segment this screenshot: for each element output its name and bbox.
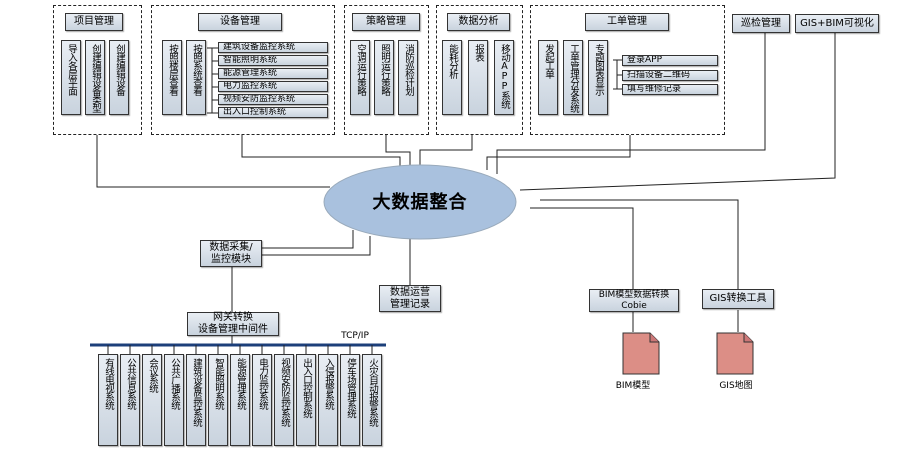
workorder-mgmt-title[interactable]: 工单管理 [585,13,669,31]
bottom-system-6[interactable]: 智能照明系统 [208,354,228,446]
strategy-mgmt-group [344,5,429,135]
bottom-system-8[interactable]: 电力监控系统 [252,354,272,446]
workorder-sub-2[interactable]: 扫描设备二维码 [622,70,718,81]
project-item-1[interactable]: 导入各层平面 [61,40,81,115]
bottom-system-7[interactable]: 能源管理系统 [230,354,250,446]
strategy-item-2[interactable]: 照明运行策略 [374,40,394,115]
gis-convert-tool-box[interactable]: GIS转换工具 [702,289,774,309]
bottom-system-12[interactable]: 停车场管理系统 [340,354,360,446]
bottom-system-1[interactable]: 有线电视系统 [98,354,118,446]
device-mgmt-title[interactable]: 设备管理 [198,13,282,31]
strategy-item-3[interactable]: 消防巡检计划 [398,40,418,115]
gis-bim-visual-box[interactable]: GIS+BIM可视化 [795,14,879,33]
project-item-2[interactable]: 创建编辑设备类型 [85,40,105,115]
gateway-middleware-box[interactable]: 网关转换 设备管理中间件 [187,312,279,336]
strategy-item-1[interactable]: 空调运行策略 [350,40,370,115]
center-ellipse [323,164,517,240]
device-sub-6[interactable]: 出入口控制系统 [218,107,328,118]
workorder-col-1[interactable]: 发起工单 [538,40,558,115]
bottom-system-13[interactable]: 火灾自动报警系统 [362,354,382,446]
bottom-system-4[interactable]: 公共广播系统 [164,354,184,446]
big-data-integration-label[interactable]: 大数据整合 [372,192,468,213]
device-sub-5[interactable]: 视频安防监控系统 [218,94,328,105]
bim-model-doc-icon [622,332,660,375]
project-mgmt-title[interactable]: 项目管理 [65,13,123,31]
project-item-3[interactable]: 创建编辑设备 [109,40,129,115]
bottom-system-3[interactable]: 会议系统 [142,354,162,446]
workorder-sub-3[interactable]: 填写维修记录 [622,84,718,95]
bottom-system-9[interactable]: 视频安防监控系统 [274,354,294,446]
bottom-system-11[interactable]: 入侵报警系统 [318,354,338,446]
data-analysis-group [436,5,523,135]
gis-map-label: GIS地图 [719,381,753,391]
device-mgmt-group [151,5,335,135]
workorder-sub-1[interactable]: 登录APP [622,55,718,66]
device-sub-2[interactable]: 智能照明系统 [218,55,328,66]
operation-record-box[interactable]: 数据运营 管理记录 [379,285,441,312]
bottom-system-10[interactable]: 出入口控制系统 [296,354,316,446]
analysis-item-1[interactable]: 能耗分析 [442,40,462,115]
project-mgmt-group [53,5,142,135]
workorder-col-2[interactable]: 工单管理分发系统 [563,40,583,115]
bottom-system-2[interactable]: 公共信息系统 [120,354,140,446]
tcp-ip-label: TCP/IP [341,331,369,341]
data-analysis-title[interactable]: 数据分析 [447,13,510,31]
data-collection-box[interactable]: 数据采集/ 监控模块 [200,240,262,267]
device-sub-3[interactable]: 能源管理系统 [218,68,328,79]
strategy-mgmt-title[interactable]: 策略管理 [352,13,420,31]
analysis-item-2[interactable]: 报表 [468,40,488,115]
device-col-floor[interactable]: 按照楼层查看 [162,40,182,115]
bim-model-label: BIM模型 [615,381,651,391]
bottom-system-5[interactable]: 建筑设备监控系统 [186,354,206,446]
patrol-mgmt-box[interactable]: 巡检管理 [732,14,790,33]
device-sub-4[interactable]: 电力监控系统 [218,81,328,92]
gis-map-doc-icon [716,332,754,375]
workorder-col-3[interactable]: 专题图表显示 [588,40,608,115]
device-col-system[interactable]: 按照系统查看 [186,40,206,115]
device-sub-1[interactable]: 建筑设备监控系统 [218,42,328,53]
bim-cobie-convert-box[interactable]: BIM模型数据转换 Cobie [589,289,679,312]
workorder-mgmt-group [530,5,725,135]
analysis-item-3[interactable]: 移动APP系统 [494,40,514,115]
